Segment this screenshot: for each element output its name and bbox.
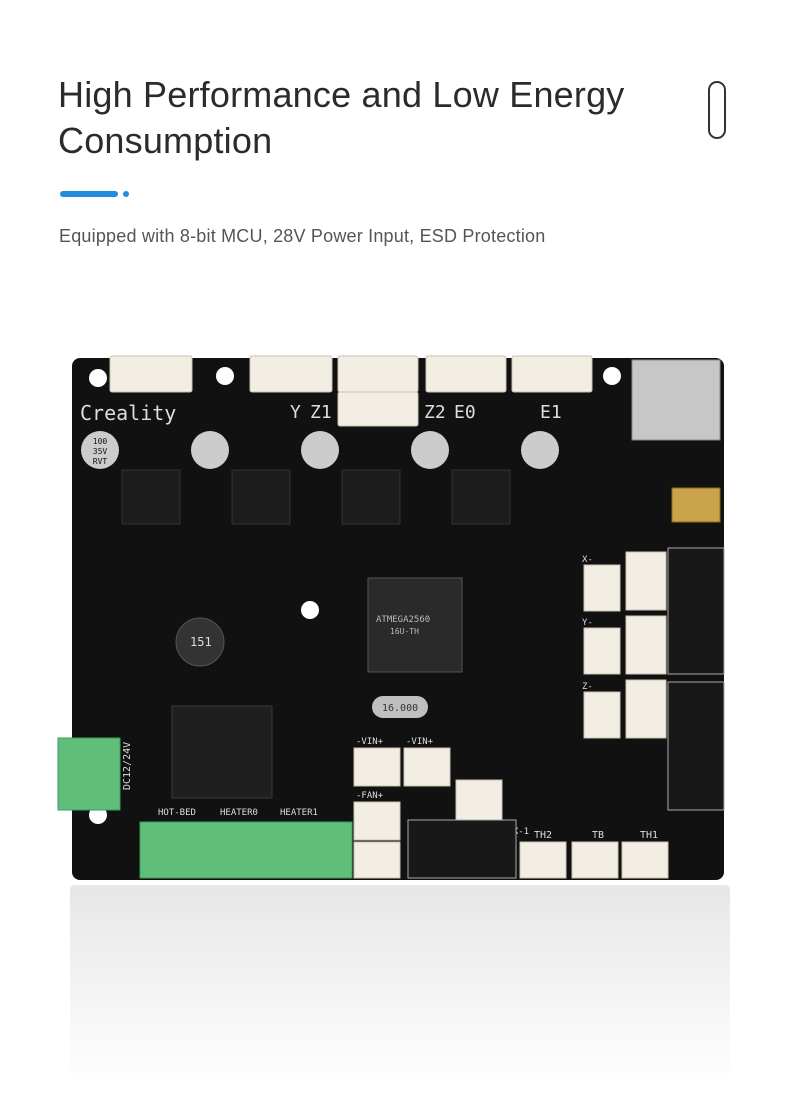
stepper-driver-heatsink	[341, 469, 401, 525]
capacitor	[411, 431, 449, 469]
thermistor-connector	[519, 841, 567, 879]
connector-y	[249, 355, 333, 393]
board-reflection	[70, 885, 730, 1085]
heater-terminal-block	[139, 821, 353, 879]
stepper-driver-heatsink	[231, 469, 291, 525]
endstop-connector	[583, 564, 621, 612]
sd-card-slot	[631, 359, 721, 441]
mosfet-heatsink	[171, 705, 273, 799]
inductor	[175, 617, 225, 667]
accent-dot	[123, 191, 129, 197]
stepper-driver-heatsink	[451, 469, 511, 525]
endstop-connector	[583, 691, 621, 739]
exp-header	[407, 819, 517, 879]
silk-axis-label: Z1	[310, 402, 332, 423]
page-title: High Performance and Low Energy Consumpt…	[58, 74, 625, 161]
connector-e1	[511, 355, 593, 393]
capacitor	[521, 431, 559, 469]
crystal	[372, 696, 428, 718]
endstop-label: Z-	[582, 682, 593, 692]
silk-axis-label: Z2	[424, 402, 446, 423]
power-label: DC12/24V	[122, 742, 133, 790]
vin-connector	[403, 747, 451, 787]
exp2-header	[667, 681, 725, 811]
connector-x	[109, 355, 193, 393]
mcu-label: ATMEGA2560	[376, 615, 430, 625]
vin-connector	[353, 747, 401, 787]
capacitor	[191, 431, 229, 469]
silk-brand: Creality	[80, 401, 176, 425]
crystal-label: 16.000	[382, 703, 418, 714]
capacitor-voltage: 35V	[93, 447, 108, 456]
fan-label: -FAN+	[356, 791, 384, 801]
endstop-label: Y-	[582, 618, 593, 628]
mount-hole	[301, 601, 319, 619]
thermistor-label: TB	[592, 830, 604, 841]
endstop-connector	[625, 615, 667, 675]
aux-connector	[455, 779, 503, 821]
heater-label: HOT-BED	[158, 808, 196, 818]
endstop-connector	[583, 627, 621, 675]
inductor-label: 151	[190, 635, 212, 649]
usb-port	[671, 487, 721, 523]
capacitor-value: 100	[93, 437, 108, 446]
mcu-chip	[367, 577, 463, 673]
silk-axis-label: E0	[454, 402, 476, 423]
power-terminal	[57, 737, 121, 811]
stepper-driver-heatsink	[121, 469, 181, 525]
thermistor-label: TH1	[640, 830, 658, 841]
silk-axis-label: Y	[290, 402, 301, 423]
heater-label: HEATER1	[280, 808, 318, 818]
endstop-label: X-	[582, 555, 593, 565]
capacitor	[301, 431, 339, 469]
mcu-sub-label: 16U-TH	[390, 627, 419, 636]
heater-label: HEATER0	[220, 808, 258, 818]
thermistor-connector	[621, 841, 669, 879]
page-subtitle: Equipped with 8-bit MCU, 28V Power Input…	[59, 226, 546, 246]
silk-axis-label: E1	[540, 402, 562, 423]
connector-z2	[337, 391, 419, 427]
capacitor-type: RVT	[93, 457, 108, 466]
vin-label: -VIN+	[406, 737, 434, 747]
thermistor-connector	[571, 841, 619, 879]
scroll-hint-icon	[708, 81, 726, 139]
exp1-header	[667, 547, 725, 675]
accent-bar	[60, 191, 118, 197]
mount-hole	[89, 369, 107, 387]
endstop-connector	[625, 679, 667, 739]
fan-connector	[353, 801, 401, 841]
mainboard-image: Creality Y Z1 Z2 E0 E1 100 35V RVT	[50, 350, 750, 1090]
vin-label: -VIN+	[356, 737, 384, 747]
mount-hole	[603, 367, 621, 385]
capacitor	[81, 431, 119, 469]
connector-z1	[337, 355, 419, 393]
mainboard-illustration: Creality Y Z1 Z2 E0 E1 100 35V RVT	[57, 355, 725, 880]
endstop-connector	[625, 551, 667, 611]
connector-e0	[425, 355, 507, 393]
mount-hole	[216, 367, 234, 385]
thermistor-label: TH2	[534, 830, 552, 841]
fan-connector	[353, 841, 401, 879]
